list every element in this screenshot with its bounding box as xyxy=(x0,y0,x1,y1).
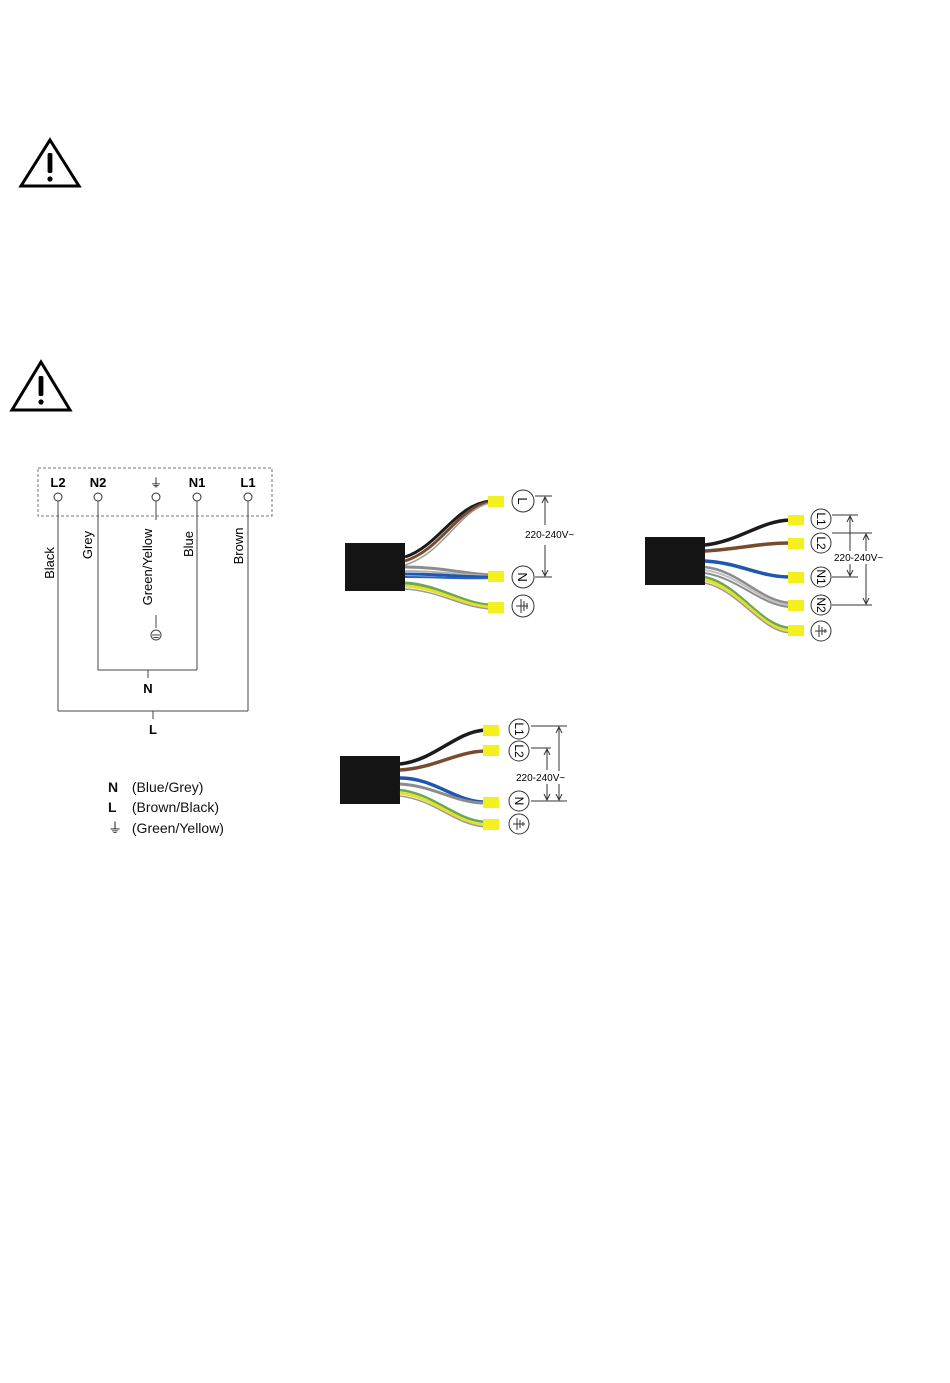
voltage-label: 220-240V~ xyxy=(525,530,574,541)
legend-text: (Green/Yellow) xyxy=(132,820,224,836)
warning-triangle-icon xyxy=(18,137,82,189)
legend-key: L xyxy=(108,797,128,817)
terminal-label-n: N xyxy=(515,572,530,581)
connection-diagram-two-phase-two-neutral: L1 L2 N1 N2 220-240V~ xyxy=(640,505,900,645)
terminal-label-n1: N1 xyxy=(189,475,206,490)
connector-block-icon xyxy=(645,537,705,585)
legend-item-n: N (Blue/Grey) xyxy=(108,777,203,797)
connector-block-icon xyxy=(345,543,405,591)
wire-label-grey: Grey xyxy=(80,530,95,559)
connector-block-icon xyxy=(340,756,400,804)
terminal-l1 xyxy=(244,493,252,501)
terminal-label-l1: L1 xyxy=(240,475,255,490)
connection-diagram-single-phase: L N 220-240V~ xyxy=(340,485,600,620)
terminal-n2 xyxy=(94,493,102,501)
wire-label-green-yellow: Green/Yellow xyxy=(140,528,155,605)
terminal-label-l1: L1 xyxy=(512,722,526,736)
terminal-label-l1: L1 xyxy=(814,512,828,526)
legend-item-earth: ⏚ (Green/Yellow) xyxy=(108,818,224,838)
wire-label-blue: Blue xyxy=(181,531,196,557)
earth-ground-icon: ⏚ xyxy=(108,818,128,838)
terminal-label-n1: N1 xyxy=(814,569,828,585)
bus-label-l: L xyxy=(149,722,157,737)
wire-label-black: Black xyxy=(42,547,57,579)
voltage-label: 220-240V~ xyxy=(516,773,565,784)
terminal-label-n2: N2 xyxy=(90,475,107,490)
terminal-label-l2: L2 xyxy=(50,475,65,490)
terminal-label-l2: L2 xyxy=(512,744,526,758)
terminal-earth xyxy=(152,493,160,501)
bus-label-n: N xyxy=(143,681,152,696)
legend-key: N xyxy=(108,777,128,797)
terminal-n1 xyxy=(193,493,201,501)
voltage-label: 220-240V~ xyxy=(834,553,883,564)
warning-triangle-icon xyxy=(9,359,73,413)
terminal-label-l2: L2 xyxy=(814,536,828,550)
legend-item-l: L (Brown/Black) xyxy=(108,797,219,817)
legend-text: (Blue/Grey) xyxy=(132,779,204,795)
wire-label-brown: Brown xyxy=(231,528,246,565)
terminal-label-l: L xyxy=(515,497,530,504)
connection-diagram-two-phase-one-neutral: L1 L2 N 220-240V~ xyxy=(335,712,595,842)
terminal-l2 xyxy=(54,493,62,501)
legend-text: (Brown/Black) xyxy=(132,799,219,815)
terminal-block-diagram: L2 N2 ⏚ N1 L1 Black Grey Green/Yellow Bl… xyxy=(30,460,280,740)
terminal-label-n2: N2 xyxy=(814,597,828,613)
terminal-label-n: N xyxy=(512,797,526,806)
terminal-label-earth: ⏚ xyxy=(150,476,162,490)
